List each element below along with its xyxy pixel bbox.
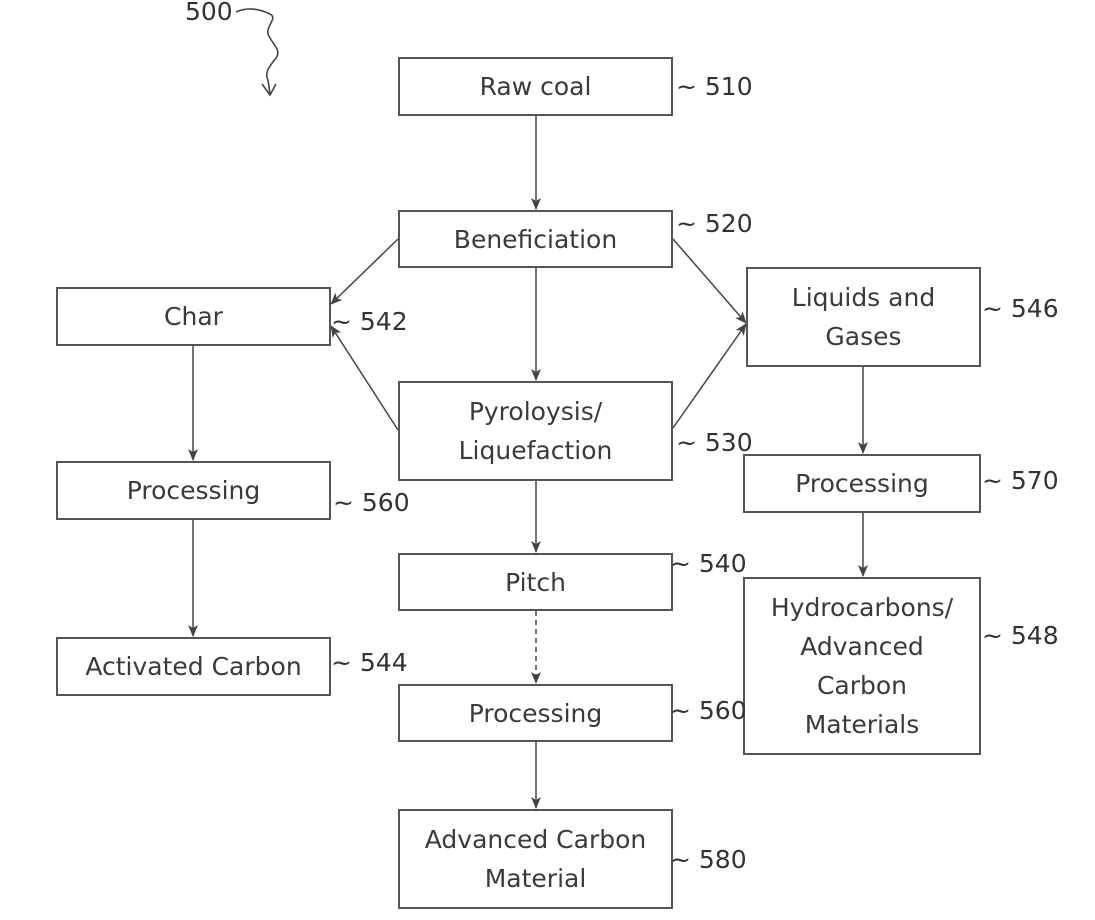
node-processing-liquids-label: Processing	[795, 464, 929, 503]
edge-pyrolysis-to-char	[331, 326, 398, 430]
node-raw-coal-label: Raw coal	[480, 67, 592, 106]
node-pitch-label: Pitch	[505, 563, 566, 602]
figure-pointer-squiggle	[236, 9, 278, 94]
ref-processing-pitch: ~ 560	[670, 696, 747, 725]
node-processing-char: Processing	[56, 461, 331, 520]
node-liquids-gases: Liquids and Gases	[746, 267, 981, 367]
ref-activated-carbon: ~ 544	[331, 648, 408, 677]
edge-beneficiation-to-liquids	[673, 239, 746, 323]
node-hydrocarbons-label: Hydrocarbons/ Advanced Carbon Materials	[771, 588, 953, 744]
ref-processing-liquids: ~ 570	[982, 466, 1059, 495]
ref-beneficiation: ~ 520	[676, 209, 753, 238]
node-pitch: Pitch	[398, 553, 673, 611]
node-activated-carbon-label: Activated Carbon	[85, 647, 301, 686]
ref-liquids-gases: ~ 546	[982, 294, 1059, 323]
node-processing-pitch-label: Processing	[469, 694, 603, 733]
figure-label: 500	[185, 0, 233, 26]
node-raw-coal: Raw coal	[398, 57, 673, 116]
edge-pyrolysis-to-liquids	[673, 324, 746, 428]
ref-raw-coal: ~ 510	[676, 72, 753, 101]
edge-beneficiation-to-char	[331, 239, 398, 304]
ref-char: ~ 542	[331, 307, 408, 336]
ref-hydrocarbons: ~ 548	[982, 621, 1059, 650]
ref-pyrolysis: ~ 530	[676, 428, 753, 457]
node-pyrolysis: Pyroloysis/ Liquefaction	[398, 381, 673, 481]
ref-advanced-carbon: ~ 580	[670, 845, 747, 874]
node-processing-liquids: Processing	[743, 454, 981, 513]
node-beneficiation: Beneficiation	[398, 210, 673, 268]
ref-processing-char: ~ 560	[333, 488, 410, 517]
node-advanced-carbon: Advanced Carbon Material	[398, 809, 673, 909]
node-pyrolysis-label: Pyroloysis/ Liquefaction	[459, 392, 613, 470]
node-activated-carbon: Activated Carbon	[56, 637, 331, 696]
node-liquids-gases-label: Liquids and Gases	[792, 278, 935, 356]
node-processing-char-label: Processing	[127, 471, 261, 510]
node-beneficiation-label: Beneficiation	[454, 220, 617, 259]
node-processing-pitch: Processing	[398, 684, 673, 742]
node-char: Char	[56, 287, 331, 346]
node-char-label: Char	[164, 297, 223, 336]
node-advanced-carbon-label: Advanced Carbon Material	[425, 820, 647, 898]
ref-pitch: ~ 540	[670, 549, 747, 578]
node-hydrocarbons: Hydrocarbons/ Advanced Carbon Materials	[743, 577, 981, 755]
